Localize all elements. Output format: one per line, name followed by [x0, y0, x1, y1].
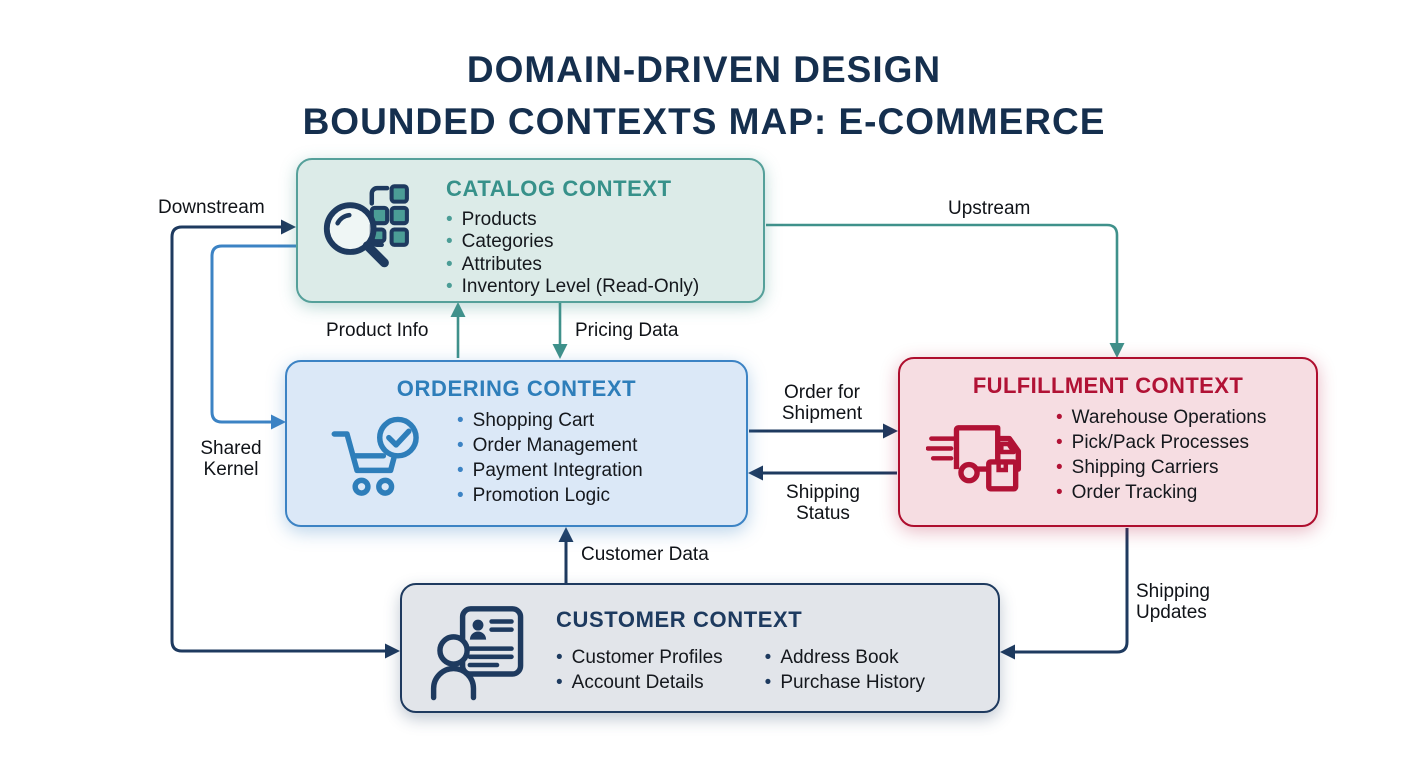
list-item: Shipping Carriers	[1056, 456, 1266, 480]
list-item: Address Book	[765, 646, 925, 670]
list-item: Categories	[446, 231, 699, 252]
list-item: Account Details	[556, 671, 723, 695]
list-item: Products	[446, 209, 699, 230]
list-item: Attributes	[446, 254, 699, 275]
fulfillment-context-box: FULFILLMENT CONTEXT W	[898, 357, 1318, 527]
catalog-context-title: CATALOG CONTEXT	[446, 176, 672, 201]
label-order-for-shipment: Order for Shipment	[781, 382, 863, 424]
ordering-context-title: ORDERING CONTEXT	[396, 376, 637, 401]
label-shared-kernel: Shared Kernel	[200, 438, 262, 480]
customer-context-box: CUSTOMER CONTEXT Customer Profiles Accou…	[400, 583, 1000, 713]
label-shipping-updates: Shipping Updates	[1136, 581, 1210, 623]
fulfillment-context-title: FULFILLMENT CONTEXT	[972, 373, 1244, 398]
page-title-line1: DOMAIN-DRIVEN DESIGN	[466, 49, 942, 90]
label-shipping-status: Shipping Status	[786, 482, 860, 524]
connector-pricing-data	[552, 303, 568, 359]
connector-shared-kernel	[210, 244, 298, 430]
page-title-line2: BOUNDED CONTEXTS MAP: E-COMMERCE	[302, 101, 1106, 142]
connector-order-for-shipment	[749, 423, 898, 439]
delivery-truck-icon	[925, 415, 1030, 512]
list-item: Order Management	[457, 434, 643, 458]
list-item: Pick/Pack Processes	[1056, 431, 1266, 455]
list-item: Payment Integration	[457, 459, 643, 483]
shopping-cart-check-icon	[327, 412, 427, 521]
ordering-context-box: ORDERING CONTEXT Shopping Cart Order Man…	[285, 360, 748, 527]
label-pricing-data: Pricing Data	[575, 320, 679, 341]
connector-customer-data	[558, 527, 574, 583]
label-product-info: Product Info	[326, 320, 429, 341]
customer-item-list-col2: Address Book Purchase History	[765, 645, 925, 696]
customer-item-list-col1: Customer Profiles Account Details	[556, 645, 723, 696]
catalog-context-box: CATALOG CONTEXT Products Categories Attr…	[296, 158, 765, 303]
list-item: Shopping Cart	[457, 409, 643, 433]
label-downstream: Downstream	[158, 197, 265, 218]
connector-shipping-status	[748, 465, 897, 481]
person-profile-card-icon	[430, 603, 526, 701]
label-customer-data: Customer Data	[581, 544, 709, 565]
list-item: Purchase History	[765, 671, 925, 695]
label-upstream: Upstream	[948, 198, 1031, 219]
magnifier-grid-icon	[316, 178, 424, 289]
catalog-item-list: Products Categories Attributes Inventory…	[446, 208, 700, 298]
list-item: Inventory Level (Read-Only)	[446, 276, 700, 297]
list-item: Warehouse Operations	[1056, 406, 1267, 430]
list-item: Order Tracking	[1056, 481, 1266, 505]
fulfillment-item-list: Warehouse Operations Pick/Pack Processes…	[1056, 405, 1267, 506]
ordering-item-list: Shopping Cart Order Management Payment I…	[457, 408, 643, 509]
list-item: Promotion Logic	[457, 484, 643, 508]
connector-shipping-updates	[1000, 528, 1129, 660]
connector-product-info	[450, 302, 466, 358]
page-title: DOMAIN-DRIVEN DESIGN BOUNDED CONTEXTS MA…	[0, 44, 1408, 148]
customer-context-title: CUSTOMER CONTEXT	[556, 607, 803, 632]
connector-upstream	[766, 223, 1125, 358]
list-item: Customer Profiles	[556, 646, 723, 670]
